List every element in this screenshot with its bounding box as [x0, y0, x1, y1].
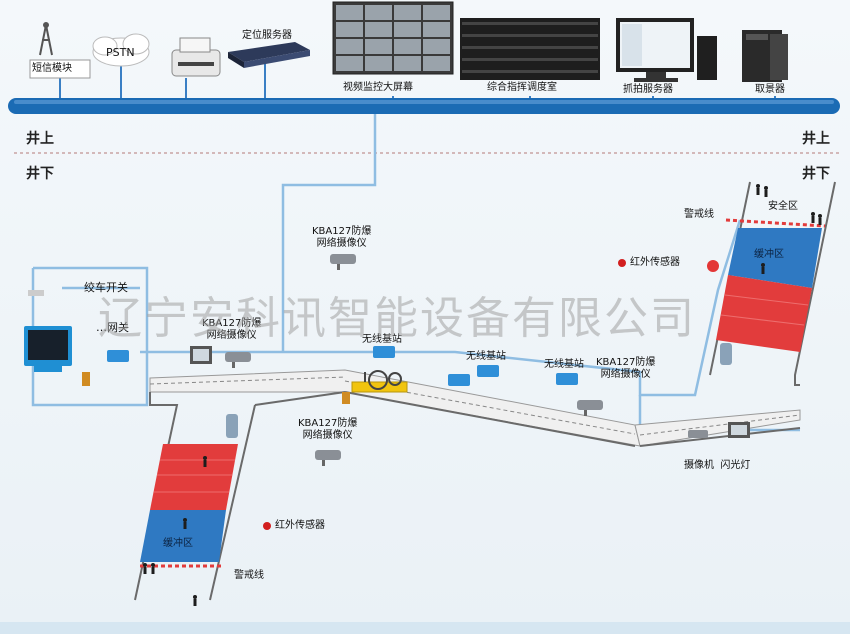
buffer-zone-top-label: 缓冲区 — [754, 249, 784, 260]
camera-icon-left — [190, 346, 251, 368]
bottom-bar — [0, 622, 850, 634]
base-station-1-label: 无线基站 — [362, 334, 402, 345]
ir-sensor-bottom-dot — [263, 522, 271, 530]
camera-top-label: KBA127防爆 网络摄像仪 — [312, 226, 372, 249]
camera-mid-label: KBA127防爆 网络摄像仪 — [298, 418, 358, 441]
camera-flash-icon — [688, 422, 750, 438]
capture-server-icon — [616, 18, 717, 82]
warning-line-top-label: 警戒线 — [684, 209, 714, 220]
company-watermark: 辽宁安科讯智能设备有限公司 — [98, 293, 696, 344]
base-station-icons — [373, 346, 578, 386]
winch-switch-label: 绞车开关 — [84, 281, 128, 294]
switch-label: …网关 — [96, 321, 129, 334]
ir-sensor-top-dot — [618, 259, 626, 267]
printer-icon — [171, 37, 221, 77]
worker-icons — [143, 184, 822, 606]
buffer-zone-bottom-label: 缓冲区 — [163, 538, 193, 549]
warning-line-bottom-label: 警戒线 — [234, 570, 264, 581]
mine-cart-icon — [351, 370, 408, 393]
sms-module-label: 短信模块 — [32, 63, 72, 74]
above-ground-label-right: 井上 — [802, 131, 830, 147]
sms-module-icon — [29, 22, 91, 79]
switch-device-icon — [107, 350, 129, 362]
warning-line-top-mark — [725, 218, 826, 228]
blue-zone-top — [728, 228, 822, 288]
positioning-server-label: 定位服务器 — [242, 30, 292, 41]
blue-zone-bottom — [140, 510, 226, 562]
camera-flash-label: 摄像机 闪光灯 — [684, 460, 751, 471]
safe-zone-label: 安全区 — [768, 201, 798, 212]
red-zone-top — [716, 275, 812, 352]
video-wall-icon — [332, 1, 454, 75]
device-drop-lines — [59, 62, 776, 98]
camera-icon-right — [577, 400, 603, 416]
camera-left-label: KBA127防爆 网络摄像仪 — [202, 318, 262, 341]
base-station-2-label: 无线基站 — [466, 351, 506, 362]
above-ground-label-left: 井上 — [26, 131, 54, 147]
ir-sensor-bottom-label: 红外传感器 — [275, 520, 325, 531]
winch-switch-device — [28, 290, 44, 296]
winch-indicator — [82, 372, 90, 386]
base-station-3-label: 无线基站 — [544, 359, 584, 370]
underground-label-left: 井下 — [26, 166, 54, 182]
dispatch-rack-icon — [460, 18, 600, 80]
underground-label-right: 井下 — [802, 166, 830, 182]
camera-icon-top — [330, 254, 356, 270]
capture-server-label: 抓拍服务器 — [623, 84, 673, 95]
dispatch-room-label: 综合指挥调度室 — [487, 82, 557, 93]
winch-monitor-icon — [24, 326, 72, 372]
pstn-label: PSTN — [106, 46, 135, 59]
video-wall-label: 视频监控大屏幕 — [343, 82, 413, 93]
ir-sensor-top-emitter — [707, 260, 719, 272]
positioning-server-icon — [228, 42, 310, 68]
camera-right-label: KBA127防爆 网络摄像仪 — [596, 357, 656, 380]
fiber-lines — [31, 114, 800, 432]
red-zone-bottom — [150, 444, 238, 510]
ir-sensor-top-label: 红外传感器 — [630, 257, 680, 268]
grabber-icon — [742, 30, 788, 82]
camera-icon-mid — [315, 450, 341, 466]
grabber-label: 取景器 — [755, 84, 785, 95]
cylinder-devices — [226, 343, 732, 438]
pstn-cloud-icon — [92, 33, 150, 67]
